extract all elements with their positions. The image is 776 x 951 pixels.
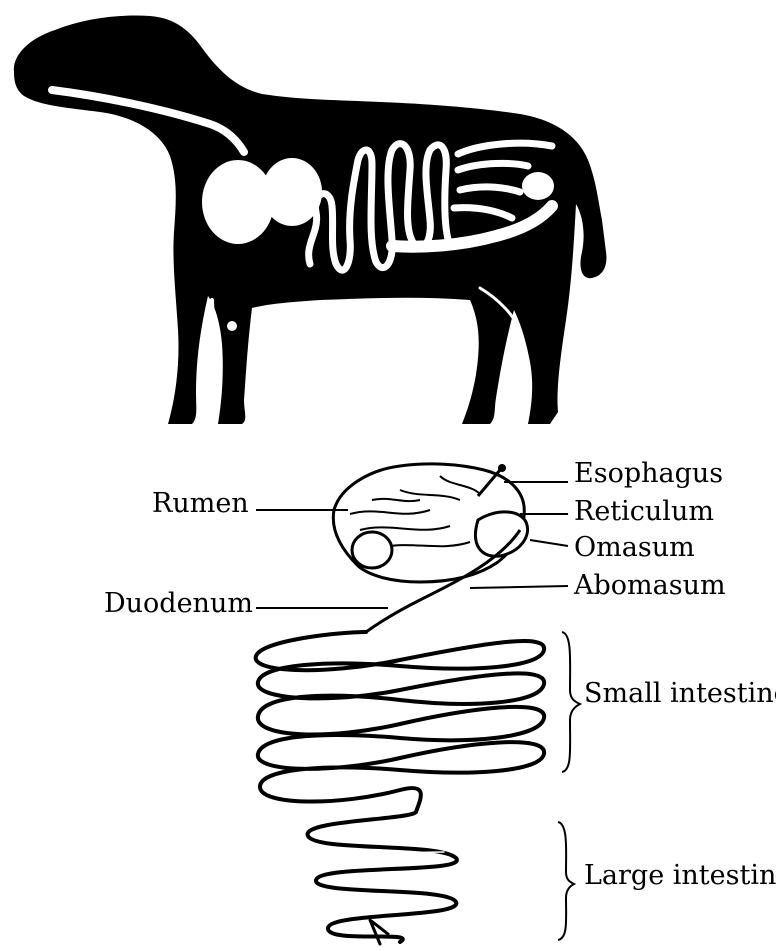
large-intestine-bracket	[558, 822, 574, 940]
label-reticulum: Reticulum	[574, 496, 714, 527]
omasum-leader	[530, 540, 568, 546]
udder-spot	[227, 321, 237, 331]
sheep-body	[14, 16, 607, 424]
small-intestine-path	[256, 632, 545, 812]
rumen-shape	[202, 160, 274, 244]
label-large-intestine: Large intestine	[584, 860, 776, 891]
esophagus-tip	[498, 464, 506, 472]
abomasum-leader	[470, 586, 568, 588]
large-intestine-path	[308, 812, 457, 942]
stomach-drawing	[333, 464, 527, 632]
label-esophagus: Esophagus	[574, 458, 723, 489]
leg-vessel	[210, 300, 213, 418]
label-rumen: Rumen	[152, 488, 249, 519]
small-intestine-drawing	[256, 632, 545, 812]
reticulum-shape	[262, 158, 322, 226]
label-duodenum: Duodenum	[104, 588, 253, 619]
rectum-end	[370, 920, 388, 944]
label-small-intestine: Small intestine	[584, 678, 776, 709]
reticulum-outline	[352, 532, 392, 568]
small-intestine-bracket	[562, 632, 580, 772]
large-intestine-drawing	[308, 812, 457, 944]
sheep-silhouette	[14, 16, 607, 424]
label-abomasum: Abomasum	[573, 570, 726, 601]
cecum-shape	[522, 172, 554, 200]
label-omasum: Omasum	[574, 532, 695, 563]
